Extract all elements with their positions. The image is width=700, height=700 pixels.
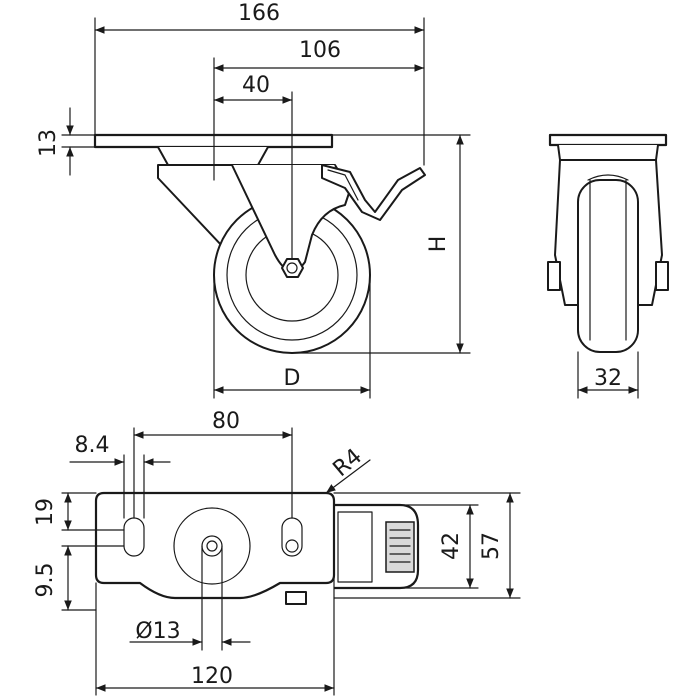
dim-wheel-width: 32 [594, 366, 622, 391]
dim-hole-spacing: 80 [212, 409, 240, 434]
swivel-head [157, 146, 269, 166]
side-view [93, 133, 426, 354]
axle-nut [281, 258, 304, 278]
dim-hole-offset-top: 19 [33, 498, 58, 526]
dim-height: H [426, 236, 451, 253]
dim-diameter: D [284, 366, 301, 391]
dim-plate-thickness: 13 [36, 129, 61, 157]
dim-hole-row-height: 42 [439, 532, 464, 560]
top-view [94, 491, 420, 605]
slot-left [123, 517, 145, 557]
front-axle-right [655, 261, 669, 291]
front-wheel [577, 179, 639, 353]
dim-plate-height: 57 [479, 532, 504, 560]
dim-hole-offset-bottom: 9.5 [33, 563, 58, 598]
swivel-ring [173, 507, 251, 585]
slot-right [281, 517, 303, 557]
front-swivel-head [557, 144, 659, 161]
dim-plate-length: 120 [191, 664, 233, 689]
dim-overall-width: 166 [238, 1, 280, 26]
front-axle-left [547, 261, 561, 291]
front-view [547, 133, 669, 353]
axle-stub [285, 591, 307, 605]
dim-offset: 40 [242, 73, 270, 98]
top-plate [94, 491, 336, 600]
axle-bolt [286, 262, 298, 274]
dim-slot-width: 8.4 [75, 433, 110, 458]
dim-bore: Ø13 [135, 619, 180, 644]
brake-lever-detail [327, 169, 359, 201]
top-view-dimensions: 80 8.4 R4 19 9.5 42 57 Ø1 [33, 409, 521, 696]
dim-corner-radius: R4 [329, 444, 368, 482]
front-view-dimensions: 32 [577, 351, 639, 399]
dim-plate-width: 106 [299, 38, 341, 63]
center-bore [201, 535, 223, 557]
brake-pedal [334, 503, 420, 590]
brake-lever [321, 164, 426, 221]
front-mounting-plate [548, 133, 668, 147]
side-view-dimensions: 166 106 40 13 H D [36, 1, 471, 399]
